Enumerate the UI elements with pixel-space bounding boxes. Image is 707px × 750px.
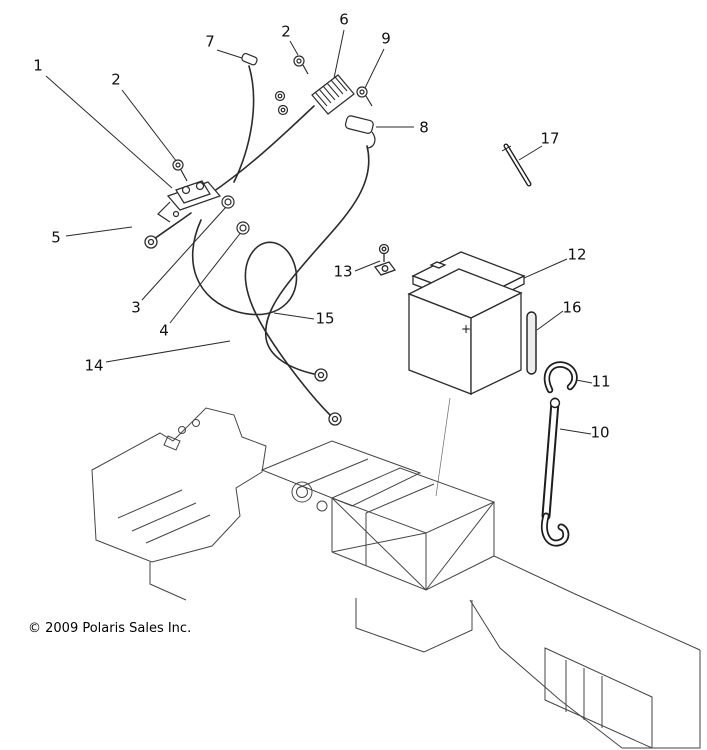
callout-16: 16 — [562, 298, 582, 317]
callout-8: 8 — [419, 118, 429, 137]
battery-plus-mark: + — [461, 322, 471, 336]
battery-assembly: + — [375, 146, 575, 543]
cable-main-loop — [193, 220, 331, 416]
battery-cables — [154, 66, 369, 416]
callout-5: 5 — [51, 228, 61, 247]
callout-1: 1 — [33, 56, 43, 75]
chassis — [92, 408, 700, 748]
rear-panel — [545, 648, 652, 748]
cable-fuse-to-terminal — [266, 146, 369, 374]
callout-14: 14 — [84, 356, 104, 375]
spacer — [241, 53, 258, 66]
fusible-link — [345, 115, 374, 134]
callout-13: 13 — [333, 262, 353, 281]
battery-tray — [332, 468, 494, 533]
solenoid-assembly — [158, 160, 249, 234]
callout-12: 12 — [567, 245, 587, 264]
callout-4: 4 — [159, 321, 169, 340]
callout-6: 6 — [339, 10, 349, 29]
callout-17: 17 — [540, 129, 560, 148]
callout-10: 10 — [590, 423, 610, 442]
callout-11: 11 — [591, 372, 611, 391]
hook-11 — [547, 365, 575, 390]
ring-terminals — [145, 236, 341, 425]
rod-17 — [502, 146, 529, 184]
callout-2b: 2 — [281, 22, 291, 41]
solenoid-terminal — [183, 187, 190, 194]
fuse-assembly — [241, 53, 375, 148]
cable-solenoid-to-fuse — [210, 106, 314, 194]
callout-2a: 2 — [111, 70, 121, 89]
callout-3: 3 — [131, 298, 141, 317]
solenoid-bracket — [158, 202, 170, 222]
cable-short-ground — [154, 213, 191, 239]
callout-9: 9 — [381, 29, 391, 48]
hold-down-strap-10 — [544, 399, 565, 544]
copyright-text: © 2009 Polaris Sales Inc. — [28, 621, 192, 636]
spacer-tube-16 — [527, 312, 536, 374]
battery-side — [471, 293, 521, 394]
callout-15: 15 — [315, 309, 335, 328]
callout-7: 7 — [205, 32, 215, 51]
fuse-block — [312, 75, 354, 114]
solenoid-terminal — [197, 183, 204, 190]
cable-upper — [234, 66, 254, 182]
